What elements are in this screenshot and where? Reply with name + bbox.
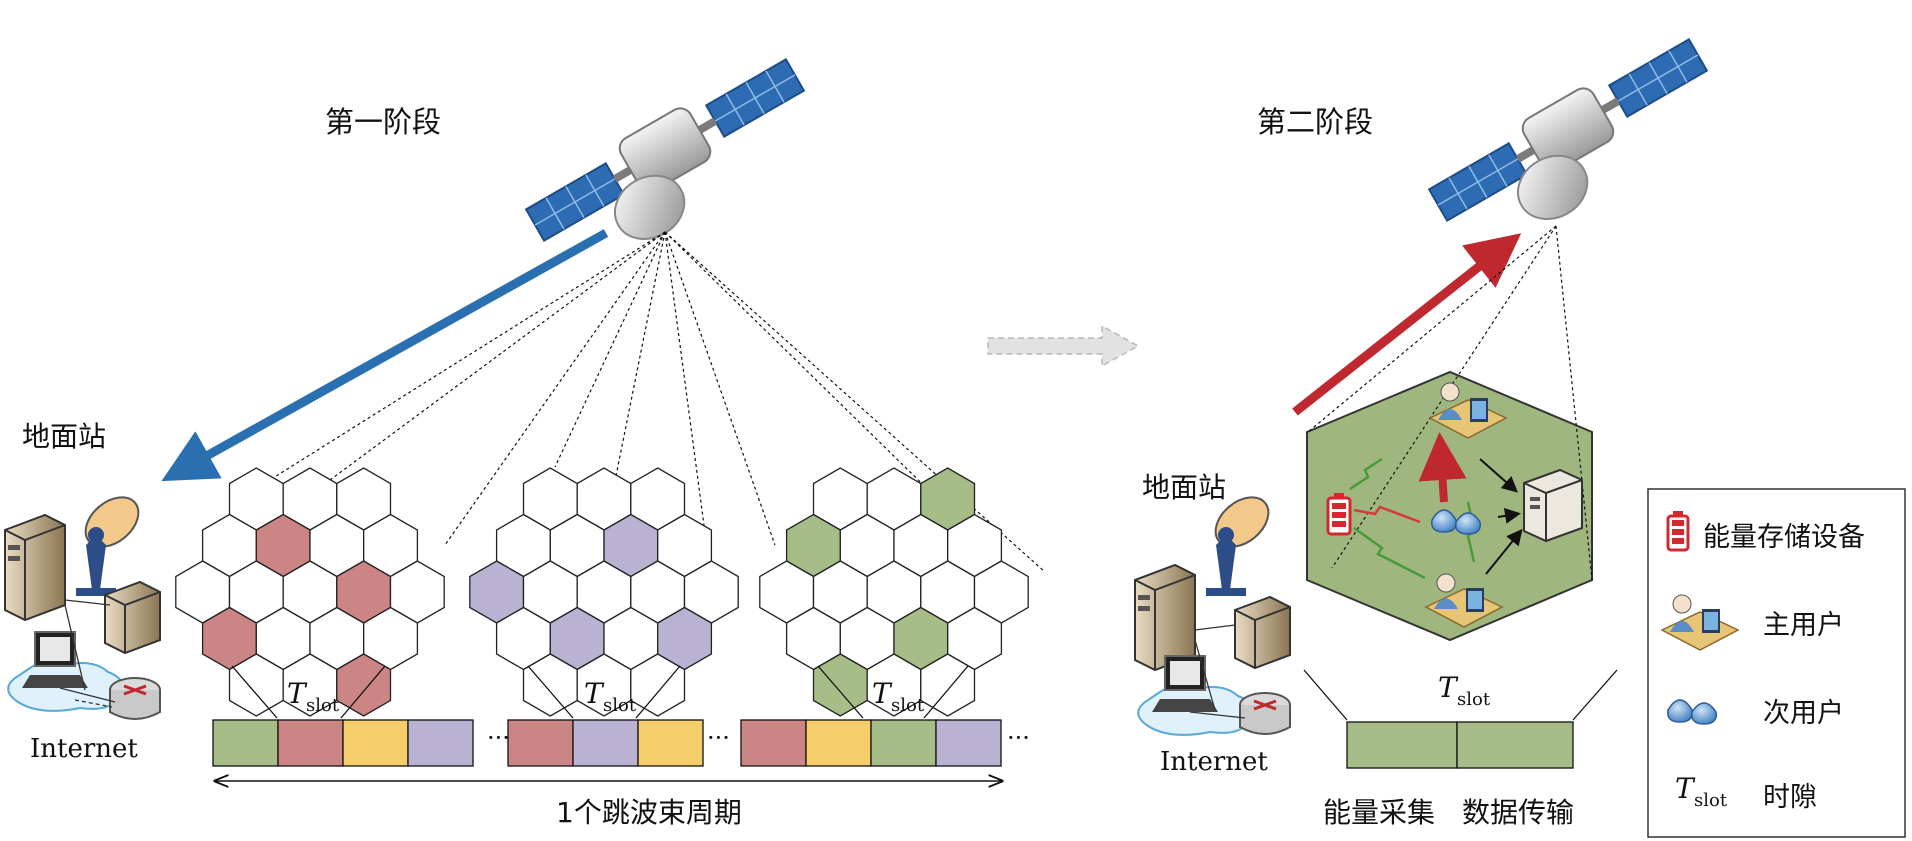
tslot-callout: T slot (231, 665, 386, 719)
server-icon (1523, 468, 1583, 543)
energy-link (1353, 505, 1421, 524)
server-icon (1234, 595, 1291, 670)
primary-user-icon (1428, 382, 1508, 439)
time-slot (637, 719, 704, 767)
tslot-symbol: T (287, 677, 308, 710)
legend-label: 时隙 (1763, 782, 1817, 813)
ellipsis: ··· (487, 724, 510, 752)
tslot-callout: T slot (1303, 669, 1618, 721)
ellipsis: ··· (1007, 724, 1030, 752)
router-icon (109, 677, 161, 720)
ground-station-right (1134, 496, 1291, 736)
time-slot (277, 719, 344, 767)
tslot-callout: T slot (817, 665, 969, 719)
time-slot (212, 719, 279, 767)
secondary-user-icon (1667, 699, 1717, 725)
satellite-icon (524, 58, 806, 242)
router-icon (1239, 692, 1291, 735)
hex-cell-clusters (175, 467, 1029, 717)
legend-label: 主用户 (1763, 610, 1844, 641)
transmit-arrow (1418, 432, 1467, 503)
time-slot (507, 719, 574, 767)
time-slot (572, 719, 639, 767)
hex-cell-active (336, 653, 392, 717)
time-slot (805, 719, 872, 767)
left-internet-label: Internet (30, 734, 138, 764)
hex-cell (630, 653, 686, 717)
beam-lines (229, 231, 1046, 656)
tslot-subscript: slot (1457, 689, 1491, 710)
right-station-label: 地面站 (1142, 471, 1226, 504)
right-internet-label: Internet (1160, 747, 1268, 777)
data-arrow (1479, 458, 1518, 493)
battery-icon (1326, 493, 1352, 536)
tslot-subscript: slot (603, 695, 637, 716)
downlink-arrow (161, 229, 609, 482)
data-arrow (1485, 528, 1523, 575)
left-station-label: 地面站 (22, 420, 106, 453)
server-icon (104, 580, 161, 655)
tslot-symbol: T (584, 677, 605, 710)
satellite-icon (1427, 38, 1709, 222)
legend-box (1647, 488, 1906, 838)
energy-link (1353, 526, 1426, 580)
primary-user-icon (1660, 594, 1740, 651)
transmit-label: 数据传输 (1462, 796, 1574, 829)
computer-icon (7, 631, 124, 712)
harvest-label: 能量采集 (1323, 796, 1435, 829)
harvest-slot (1346, 721, 1458, 769)
server-tower-icon (4, 513, 66, 622)
server-tower-icon (1134, 563, 1196, 672)
satellite-dish-icon (76, 496, 140, 596)
data-arrow (1497, 507, 1521, 524)
tslot-symbol: T (1438, 671, 1459, 704)
uplink-arrow (1292, 233, 1522, 416)
legend-label: 次用户 (1763, 698, 1844, 729)
tslot-subscript: slot (306, 695, 340, 716)
tslot-callout: T slot (527, 665, 681, 719)
cycle-label: 1个跳波束周期 (556, 796, 742, 829)
tslot-subscript: slot (1694, 790, 1728, 811)
ground-station-left (4, 496, 161, 720)
transition-arrow (987, 324, 1140, 368)
energy-link (1349, 457, 1383, 491)
computer-icon (1137, 655, 1254, 736)
secondary-user-icon (1431, 509, 1481, 535)
legend: 能量存储设备 主用户 次用户 T slot 时隙 (1647, 488, 1906, 838)
time-slot (870, 719, 937, 767)
tslot-symbol: T (872, 677, 893, 710)
ellipsis: ··· (707, 724, 730, 752)
time-slot (935, 719, 1002, 767)
tslot-subscript: slot (891, 695, 925, 716)
time-slot (740, 719, 807, 767)
hex-cell (920, 653, 976, 717)
time-slot-bars (212, 719, 1002, 767)
time-slot (342, 719, 409, 767)
primary-user-icon (1424, 573, 1504, 628)
transmit-slot (1456, 721, 1574, 769)
stage2-title: 第二阶段 (1257, 105, 1373, 139)
satellite-dish-icon (1206, 496, 1270, 596)
tslot-symbol: T (1675, 772, 1696, 805)
time-slot (407, 719, 474, 767)
legend-label: 能量存储设备 (1703, 522, 1865, 553)
stage1-title: 第一阶段 (325, 105, 441, 139)
battery-icon (1666, 511, 1690, 552)
